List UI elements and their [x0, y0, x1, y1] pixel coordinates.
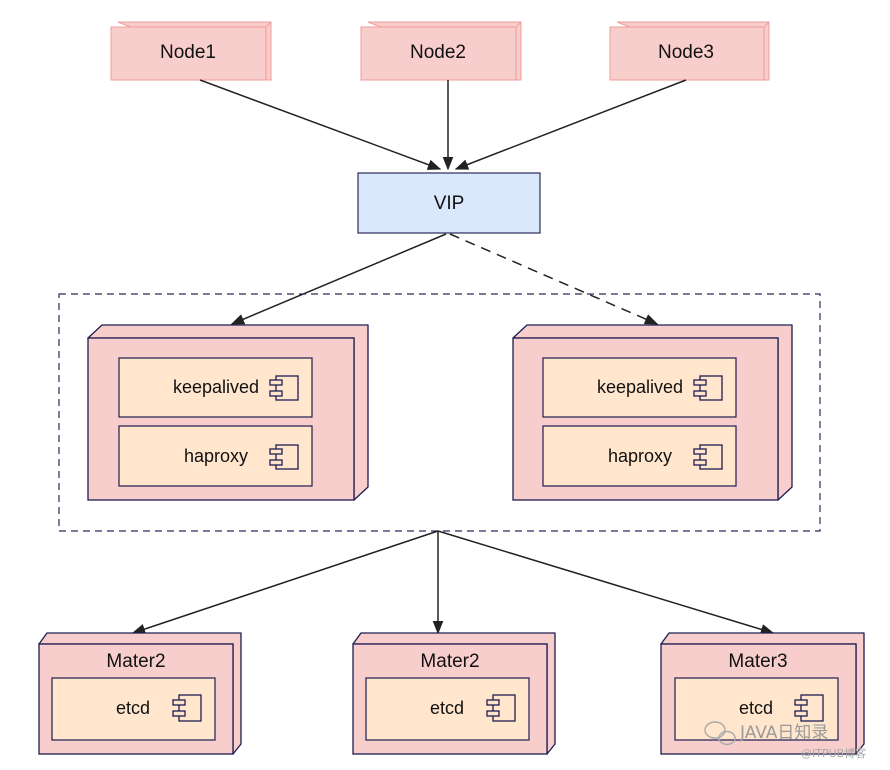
- vip-box: VIP: [357, 172, 541, 234]
- vip-label: VIP: [434, 193, 465, 214]
- wechat-icon: [704, 721, 736, 746]
- master1-etcd-label: etcd: [116, 698, 150, 718]
- master3-label: Mater3: [728, 651, 787, 672]
- lb2-haproxy-label: haproxy: [608, 446, 672, 466]
- arrow-node1-vip: [199, 79, 442, 170]
- node1-box: Node1: [110, 21, 272, 81]
- lb-device-1: keepalived haproxy: [87, 324, 369, 501]
- node3-box: Node3: [609, 21, 770, 81]
- master2-label: Mater2: [420, 651, 479, 672]
- watermark-brand: JAVA日知录: [739, 723, 828, 743]
- lb-device-2: keepalived haproxy: [512, 324, 793, 501]
- arrow-vip-lb2-standby: [449, 233, 659, 325]
- node3-label: Node3: [658, 42, 714, 63]
- watermark-source: @ITPUB博客: [801, 746, 866, 760]
- master2-etcd-label: etcd: [430, 698, 464, 718]
- lb-group-border: [58, 293, 821, 532]
- master-node-3: Mater3 etcd: [660, 632, 865, 755]
- node2-label: Node2: [410, 42, 466, 63]
- master1-label: Mater2: [106, 651, 165, 672]
- component-icon: [693, 444, 723, 470]
- component-icon: [269, 444, 299, 470]
- component-icon: [794, 694, 824, 722]
- arrow-lb-master3: [437, 530, 775, 635]
- node2-box: Node2: [360, 21, 522, 81]
- arrow-lb-master1: [131, 530, 439, 635]
- arrow-vip-lb1: [230, 233, 447, 325]
- master3-etcd-label: etcd: [739, 698, 773, 718]
- lb1-haproxy-label: haproxy: [184, 446, 248, 466]
- component-icon: [172, 694, 202, 722]
- watermark: JAVA日知录 @ITPUB博客: [704, 721, 866, 760]
- lb2-keepalived-label: keepalived: [597, 377, 683, 397]
- component-icon: [269, 375, 299, 401]
- component-icon: [693, 375, 723, 401]
- master-node-2: Mater2 etcd: [352, 632, 556, 755]
- lb1-keepalived-label: keepalived: [173, 377, 259, 397]
- arrow-node3-vip: [454, 79, 687, 170]
- master-node-1: Mater2 etcd: [38, 632, 242, 755]
- component-icon: [486, 694, 516, 722]
- node1-label: Node1: [160, 42, 216, 63]
